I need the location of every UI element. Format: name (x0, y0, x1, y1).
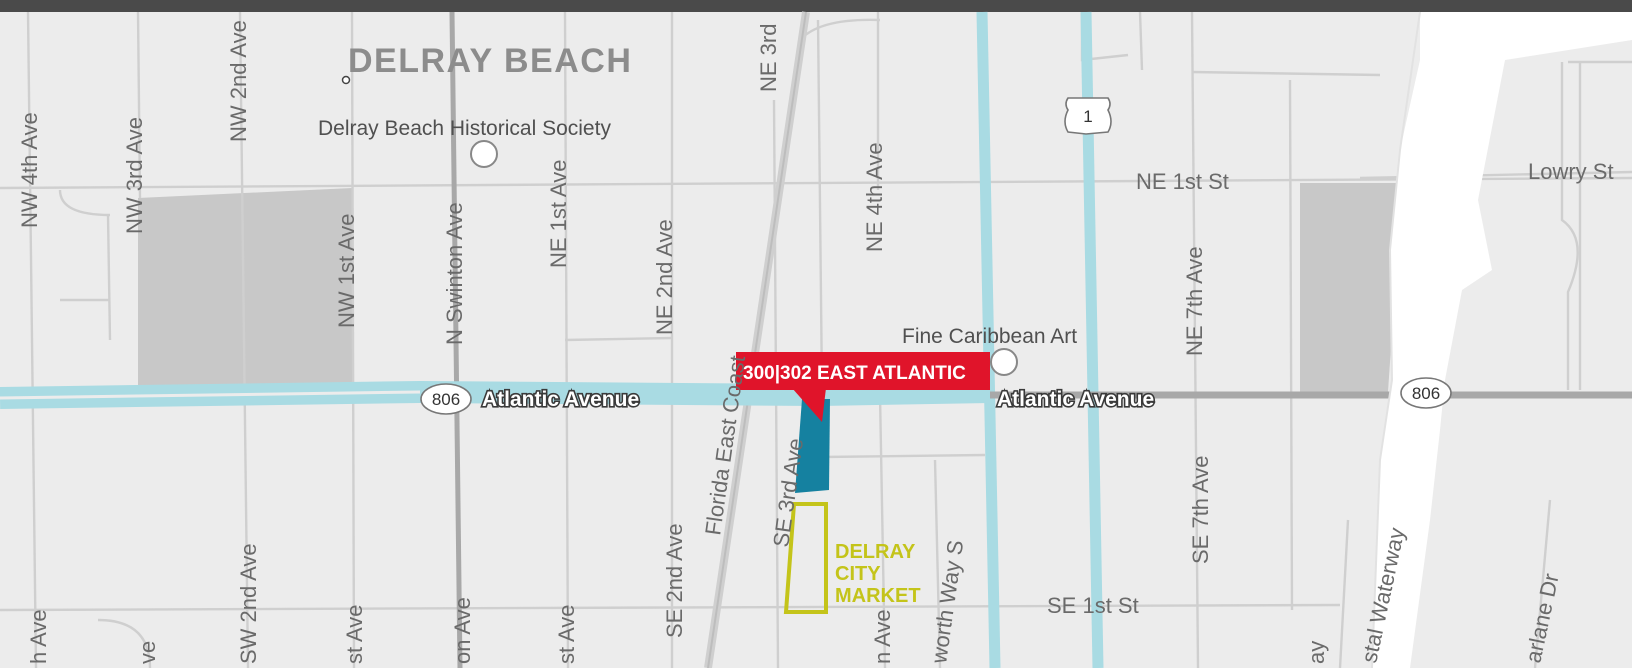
waterway-white (1372, 12, 1632, 668)
market-label-line-1: DELRAY (835, 541, 916, 563)
worth-way-s-label: worth Way S (926, 539, 968, 666)
top-edge-strip (0, 0, 1632, 12)
us-1-shield[interactable]: 1 (1064, 97, 1112, 135)
route-806-shield-east[interactable]: 806 (1400, 377, 1452, 409)
us-1-label: 1 (1083, 107, 1092, 126)
historical-society-label: Delray Beach Historical Society (318, 117, 611, 140)
se-3rd-ave-label: SE 3rd Ave (768, 437, 808, 549)
delray-city-market-outline[interactable] (783, 502, 828, 614)
historical-society-marker[interactable] (470, 140, 498, 168)
lowry-st-label: Lowry St (1528, 159, 1614, 184)
partial-1st-ave-east-label: st Ave (554, 604, 579, 664)
nw-4th-ave-label: NW 4th Ave (17, 112, 42, 228)
fine-caribbean-art-marker[interactable] (990, 348, 1018, 376)
ne-3rd-label: NE 3rd (756, 24, 781, 92)
minor-roads-horizontal (0, 18, 1632, 612)
nw-1st-ave-label: NW 1st Ave (334, 213, 359, 328)
atlantic-avenue-label-west: Atlantic Avenue (482, 388, 639, 411)
partial-1st-ave-west-label: st Ave (342, 604, 367, 664)
se-1st-st-label: SE 1st St (1047, 593, 1139, 618)
callout-label: 300|302 EAST ATLANTIC (743, 363, 966, 384)
ne-1st-st-label: NE 1st St (1136, 169, 1229, 194)
partial-ay-label: ay (1304, 641, 1329, 664)
marlane-dr-label: arlane Dr (1520, 571, 1563, 665)
site-parcel[interactable] (795, 399, 830, 493)
partial-4th-ave-east-label: n Ave (870, 609, 895, 664)
ne-4th-ave-label: NE 4th Ave (862, 142, 887, 252)
atlantic-avenue-label-east: Atlantic Avenue (997, 388, 1154, 411)
fine-caribbean-art-label: Fine Caribbean Art (902, 325, 1077, 348)
se-7th-ave-label: SE 7th Ave (1188, 456, 1213, 564)
atlantic-avenue-road-center (0, 390, 421, 400)
ne-7th-ave-label: NE 7th Ave (1182, 246, 1207, 356)
route-806-shield-west[interactable]: 806 (420, 383, 472, 415)
market-label-line-2: CITY (835, 563, 881, 585)
se-2nd-ave-label: SE 2nd Ave (662, 523, 687, 638)
route-806-label-east: 806 (1412, 384, 1440, 403)
sw-2nd-ave-label: SW 2nd Ave (236, 543, 261, 664)
ne-1st-ave-label: NE 1st Ave (546, 160, 571, 268)
nw-3rd-ave-label: NW 3rd Ave (122, 117, 147, 234)
property-callout[interactable]: 300|302 EAST ATLANTIC (736, 352, 990, 422)
park-block-east[interactable] (1300, 183, 1402, 392)
city-label: DELRAY BEACH (348, 42, 632, 80)
partial-swinton-label: on Ave (450, 597, 475, 664)
railway-line-inner (707, 11, 807, 668)
ne-2nd-ave-label: NE 2nd Ave (652, 219, 677, 335)
route-806-label-west: 806 (432, 390, 460, 409)
partial-3rd-ave-label: ve (135, 641, 160, 664)
waterway-shore (1371, 11, 1421, 668)
partial-4th-ave-label: h Ave (26, 609, 51, 664)
us-1-northbound-road (976, 11, 1001, 668)
city-dot-marker (341, 75, 351, 85)
market-label-line-3: MARKET (835, 585, 921, 607)
swinton-ave-road (449, 11, 463, 668)
n-swinton-ave-label: N Swinton Ave (442, 202, 467, 345)
park-block-west[interactable] (138, 188, 352, 390)
nw-2nd-ave-label: NW 2nd Ave (226, 20, 251, 142)
